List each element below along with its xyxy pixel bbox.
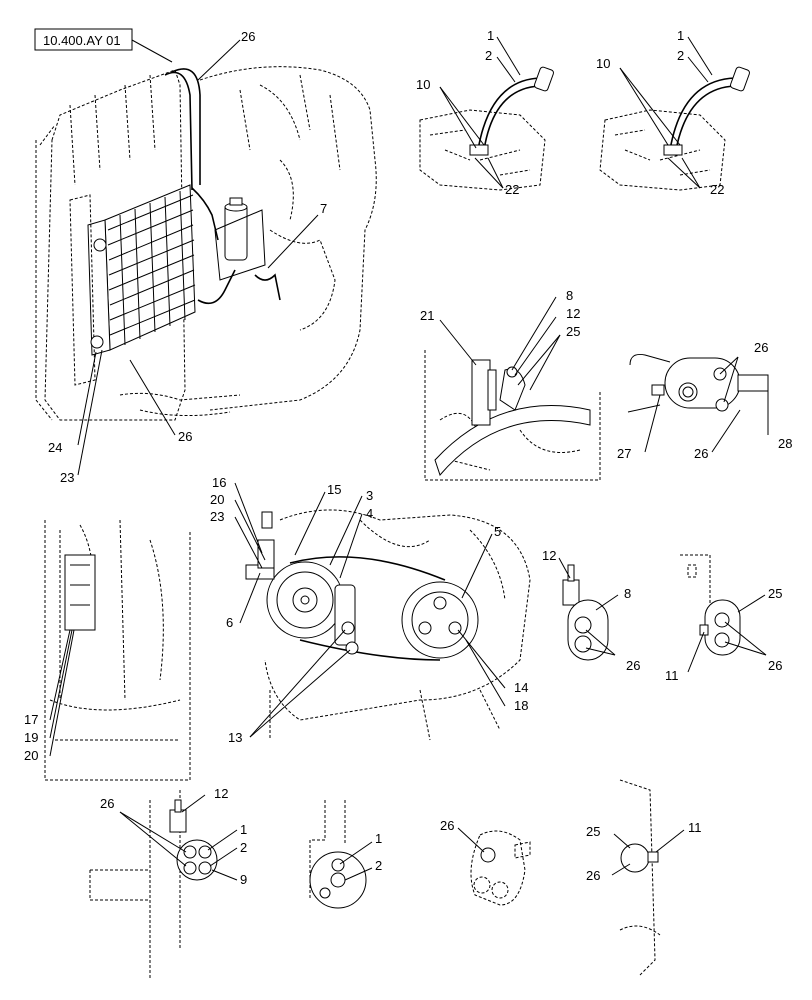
callout-p2d: 22 bbox=[710, 182, 724, 197]
callout-p2c: 10 bbox=[596, 56, 610, 71]
bottom-view-1-2: 1 2 bbox=[309, 800, 382, 909]
callout-h3: 21 bbox=[420, 308, 434, 323]
callout-e6: 4 bbox=[366, 506, 373, 521]
callout-c4: 23 bbox=[60, 470, 74, 485]
callout-n1: 26 bbox=[440, 818, 454, 833]
receiver-drier bbox=[224, 204, 248, 261]
callout-l3: 20 bbox=[24, 748, 38, 763]
callout-k5: 9 bbox=[240, 872, 247, 887]
condenser-assembly-view: 10.400.AY 01 bbox=[34, 28, 377, 485]
bottom-view-25-11: 25 11 26 bbox=[586, 779, 702, 976]
callout-k4: 2 bbox=[240, 840, 247, 855]
callout-e1: 16 bbox=[212, 475, 226, 490]
callout-h1: 8 bbox=[566, 288, 573, 303]
pipe-1 bbox=[477, 77, 541, 151]
compressor-belt-view: 16 20 23 15 3 4 5 6 14 18 13 bbox=[210, 475, 531, 745]
callout-m2: 2 bbox=[375, 858, 382, 873]
bottom-view-9: 26 12 1 2 9 bbox=[89, 786, 247, 980]
callout-e3: 23 bbox=[210, 509, 224, 524]
callout-g2: 11 bbox=[665, 668, 679, 683]
callout-b3: 26 bbox=[694, 446, 708, 461]
crank-pulley bbox=[401, 581, 479, 659]
pipe-detail-view-2: 1 2 10 22 bbox=[596, 28, 750, 197]
callout-h4: 25 bbox=[566, 324, 580, 339]
bottom-view-26: 26 bbox=[440, 818, 531, 906]
callout-l2: 19 bbox=[24, 730, 38, 745]
callout-p2b: 2 bbox=[677, 48, 684, 63]
fitting-port-26 bbox=[480, 847, 496, 863]
callout-g3: 26 bbox=[768, 658, 782, 673]
callout-p2a: 1 bbox=[677, 28, 684, 43]
callout-p1b: 2 bbox=[485, 48, 492, 63]
reference-label: 10.400.AY 01 bbox=[43, 33, 121, 48]
clamp-bracket bbox=[471, 359, 491, 426]
pipe-detail-view-1: 1 2 10 22 bbox=[416, 28, 554, 197]
callout-k3: 1 bbox=[240, 822, 247, 837]
callout-o1: 25 bbox=[586, 824, 600, 839]
hose-section bbox=[434, 405, 591, 476]
callout-c1: 26 bbox=[241, 29, 255, 44]
hose-upper bbox=[164, 71, 193, 191]
drive-belt bbox=[289, 556, 446, 661]
callout-p1d: 22 bbox=[505, 182, 519, 197]
block-fitting-view: 26 27 26 28 bbox=[617, 340, 792, 461]
callout-g1: 25 bbox=[768, 586, 782, 601]
callout-e7: 5 bbox=[494, 524, 501, 539]
callout-p1a: 1 bbox=[487, 28, 494, 43]
callout-b4: 28 bbox=[778, 436, 792, 451]
callout-f3: 26 bbox=[626, 658, 640, 673]
callout-e10: 18 bbox=[514, 698, 528, 713]
callout-f2: 8 bbox=[624, 586, 631, 601]
callout-p1c: 10 bbox=[416, 77, 430, 92]
callout-k1: 26 bbox=[100, 796, 114, 811]
callout-c5: 26 bbox=[178, 429, 192, 444]
callout-e8: 6 bbox=[226, 615, 233, 630]
sensor-block bbox=[64, 554, 96, 631]
fitting-disc-25 bbox=[620, 843, 650, 873]
callout-e4: 15 bbox=[327, 482, 341, 497]
callout-l1: 17 bbox=[24, 712, 38, 727]
callout-c2: 7 bbox=[320, 201, 327, 216]
fitting-view-25: 25 11 26 bbox=[665, 554, 782, 683]
engine-side-view: 17 19 20 bbox=[24, 519, 191, 781]
reference-box bbox=[34, 28, 133, 51]
hose-clamp-view: 8 12 25 21 bbox=[420, 288, 601, 481]
callout-e2: 20 bbox=[210, 492, 224, 507]
callout-b2: 27 bbox=[617, 446, 631, 461]
pipe-2 bbox=[669, 77, 736, 151]
fitting-view-8: 12 8 26 bbox=[542, 548, 640, 673]
callout-e11: 13 bbox=[228, 730, 242, 745]
callout-o2: 11 bbox=[688, 820, 702, 835]
callout-f1: 12 bbox=[542, 548, 556, 563]
callout-h2: 12 bbox=[566, 306, 580, 321]
callout-o3: 26 bbox=[586, 868, 600, 883]
callout-e5: 3 bbox=[366, 488, 373, 503]
callout-e9: 14 bbox=[514, 680, 528, 695]
callout-k2: 12 bbox=[214, 786, 228, 801]
fitting-disc-9 bbox=[176, 839, 218, 881]
callout-c3: 24 bbox=[48, 440, 62, 455]
callout-b1: 26 bbox=[754, 340, 768, 355]
callout-m1: 1 bbox=[375, 831, 382, 846]
